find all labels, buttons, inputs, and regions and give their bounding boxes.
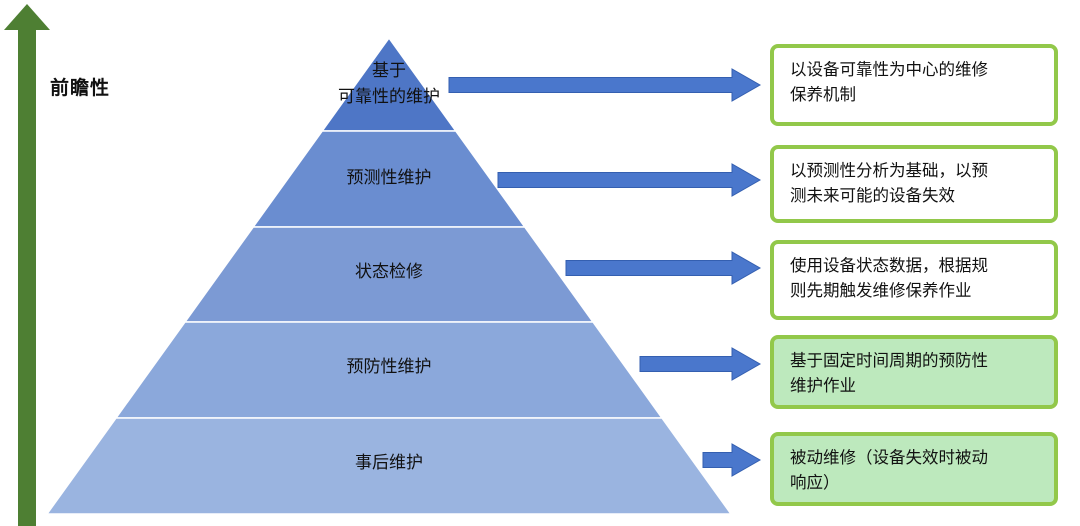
arrow-right-icon-preventive (639, 347, 762, 381)
level-label-line: 可靠性的维护 (338, 87, 440, 108)
description-box-condition: 使用设备状态数据，根据规 则先期触发维修保养作业 (770, 240, 1058, 320)
arrow-right-icon-predictive (497, 163, 762, 197)
description-line: 则先期触发维修保养作业 (790, 280, 972, 300)
arrow-right-icon-reactive (702, 443, 762, 477)
proactivity-axis-label: 前瞻性 (50, 77, 111, 99)
level-label-condition: 状态检修 (355, 259, 423, 285)
description-box-reliability: 以设备可靠性为中心的维修 保养机制 (770, 44, 1058, 126)
description-box-preventive: 基于固定时间周期的预防性 维护作业 (770, 335, 1058, 409)
level-label-predictive: 预测性维护 (347, 165, 432, 191)
level-label-reliability: 基于 可靠性的维护 (338, 58, 440, 111)
description-line: 测未来可能的设备失效 (790, 185, 955, 205)
arrow-right-icon-reliability (448, 68, 762, 102)
level-label-line: 状态检修 (355, 262, 423, 282)
description-box-reactive: 被动维修（设备失效时被动 响应） (770, 432, 1058, 506)
pyramid-level-reactive (45, 417, 733, 515)
description-line: 被动维修（设备失效时被动 (790, 448, 988, 467)
description-line: 基于固定时间周期的预防性 (790, 351, 988, 370)
level-label-line: 预测性维护 (346, 168, 432, 188)
axis-arrowhead-icon (4, 4, 50, 30)
description-box-predictive: 以预测性分析为基础，以预 测未来可能的设备失效 (770, 145, 1058, 223)
description-line: 使用设备状态数据，根据规 (790, 256, 988, 275)
arrow-right-icon-condition (565, 251, 762, 285)
level-label-reactive: 事后维护 (355, 450, 423, 476)
description-line: 以预测性分析为基础，以预 (790, 161, 988, 180)
description-line: 响应） (790, 472, 840, 492)
level-label-line: 预防性维护 (346, 357, 432, 377)
axis-shaft (18, 28, 36, 526)
level-label-preventive: 预防性维护 (347, 354, 432, 380)
description-line: 以设备可靠性为中心的维修 (790, 60, 988, 79)
level-label-line: 事后维护 (355, 453, 423, 473)
description-line: 维护作业 (790, 375, 856, 395)
description-line: 保养机制 (790, 84, 856, 104)
level-label-line: 基于 (372, 61, 406, 81)
